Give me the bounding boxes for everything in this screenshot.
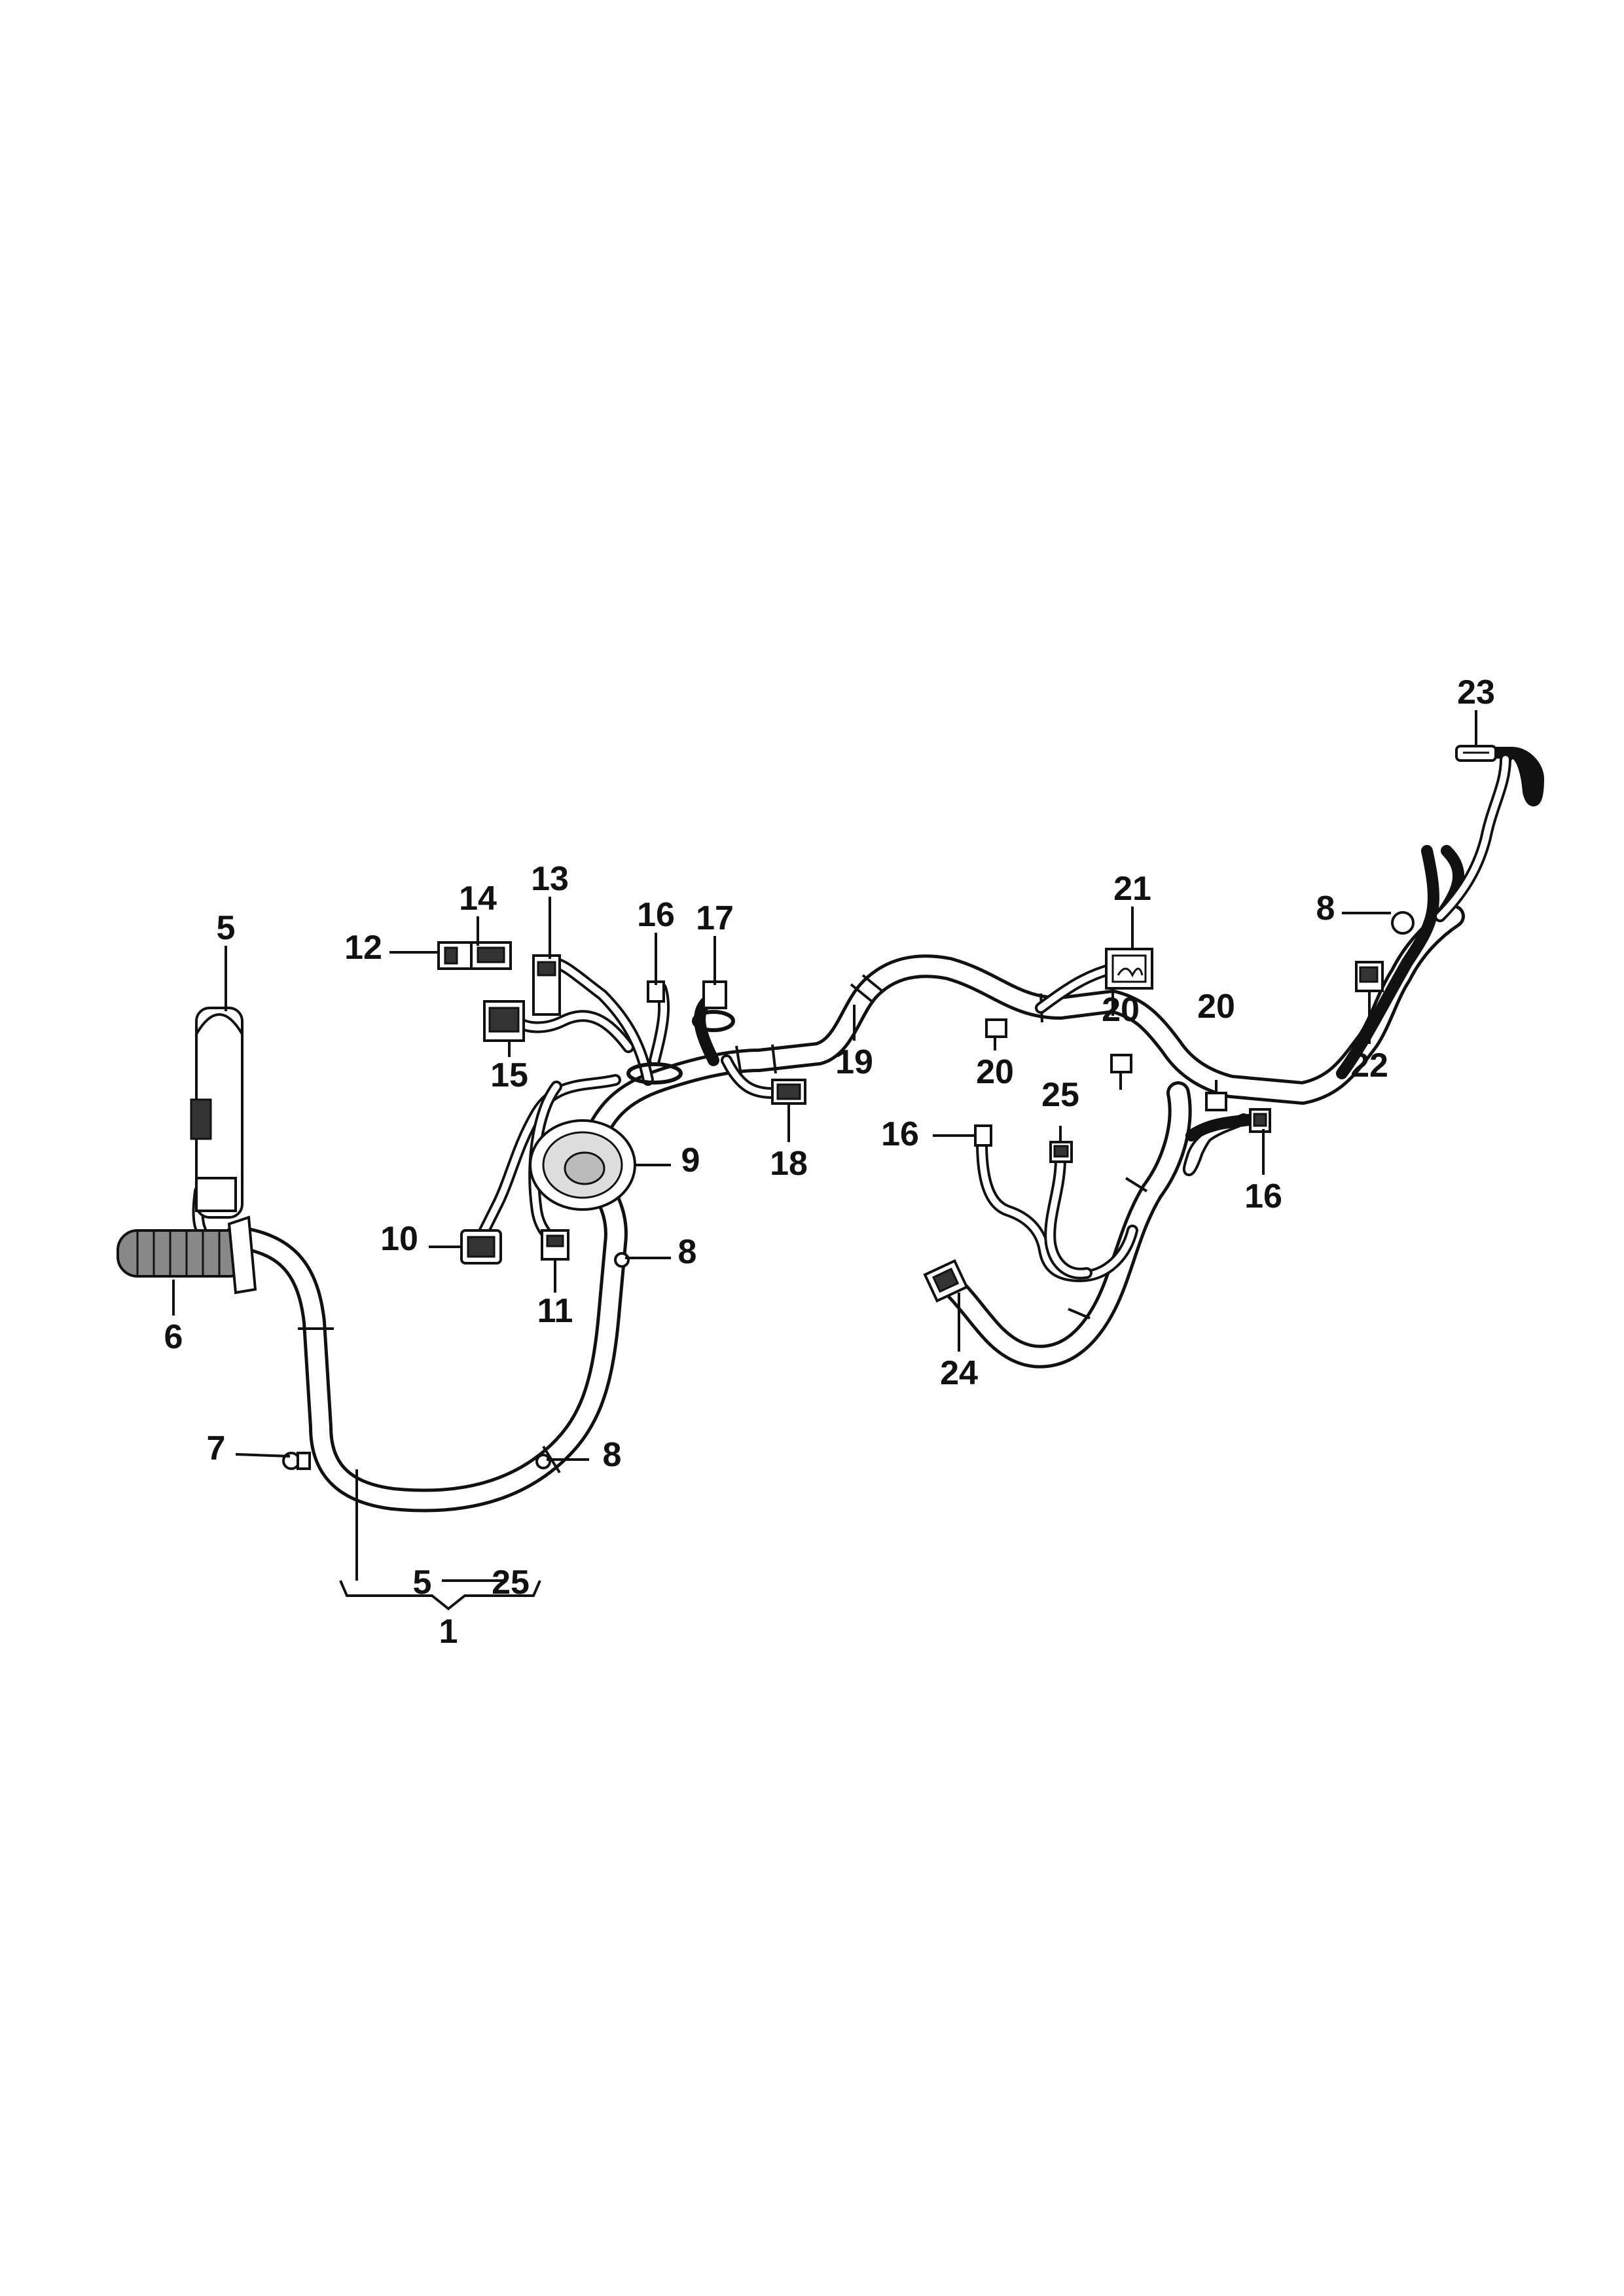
label-15: 15: [490, 1056, 528, 1094]
label-1: 1: [439, 1613, 458, 1651]
connector-22: [1355, 961, 1384, 992]
label-7: 7: [207, 1429, 226, 1467]
label-kit-to: 25: [492, 1564, 530, 1602]
harness-trunk-top: [577, 905, 1465, 1164]
clip-8-c: [1391, 911, 1415, 935]
label-19: 19: [835, 1043, 873, 1081]
connector-10: [460, 1229, 502, 1265]
connector-25: [1049, 1141, 1073, 1163]
connector-24: [923, 1259, 969, 1303]
label-25: 25: [1041, 1076, 1079, 1114]
connector-15: [483, 1000, 525, 1042]
leader-lines: [172, 710, 1477, 1611]
label-16-b: 16: [881, 1115, 919, 1153]
label-16-c: 16: [1244, 1177, 1282, 1215]
clip-8-b: [535, 1454, 551, 1469]
clip-20-b: [1110, 1054, 1132, 1073]
callout-labels: 5 6 7 8 8 8 9 10 11 12 13 14 15 16 16 16…: [164, 673, 1495, 1651]
label-8-b: 8: [603, 1436, 622, 1474]
label-16-a: 16: [637, 896, 675, 934]
label-24: 24: [940, 1354, 978, 1392]
label-8-c: 8: [1316, 889, 1335, 927]
corrugated-tube-6: [117, 1215, 257, 1295]
label-kit-from: 5: [413, 1564, 432, 1602]
label-21: 21: [1113, 870, 1151, 908]
connector-14: [470, 941, 512, 970]
label-11: 11: [537, 1292, 573, 1330]
connector-13: [532, 954, 561, 1016]
label-9: 9: [681, 1141, 700, 1179]
harness-wire-to-sensor: [1336, 747, 1544, 1079]
connector-18: [771, 1079, 806, 1105]
connector-11: [541, 1229, 569, 1261]
label-20-b: 20: [1102, 991, 1140, 1029]
label-10: 10: [380, 1220, 418, 1258]
harness-branch-right-lower: [944, 1081, 1192, 1369]
label-23: 23: [1457, 673, 1495, 711]
label-6: 6: [164, 1318, 183, 1356]
harness-trunk-left: [224, 1166, 628, 1513]
label-17: 17: [696, 899, 734, 937]
label-20-a: 20: [976, 1053, 1014, 1091]
label-5-top: 5: [217, 909, 236, 947]
connector-5: [190, 1007, 244, 1219]
label-12: 12: [344, 929, 382, 967]
label-13: 13: [531, 860, 569, 898]
clip-20-c: [1205, 1092, 1227, 1111]
connector-21: [1105, 948, 1153, 990]
connector-16-b: [974, 1124, 992, 1147]
harness-thin-branches-right: [976, 963, 1263, 1282]
label-22: 22: [1350, 1047, 1388, 1085]
sensor-23: [1455, 745, 1497, 762]
grommet-9: [529, 1119, 636, 1211]
connector-16-c: [1249, 1108, 1271, 1133]
label-8-a: 8: [678, 1233, 697, 1271]
label-14: 14: [459, 880, 497, 918]
clip-8-a: [614, 1252, 630, 1268]
label-20-c: 20: [1197, 988, 1235, 1026]
connector-17: [702, 980, 727, 1009]
clip-20-a: [985, 1018, 1007, 1038]
label-18: 18: [770, 1145, 808, 1183]
